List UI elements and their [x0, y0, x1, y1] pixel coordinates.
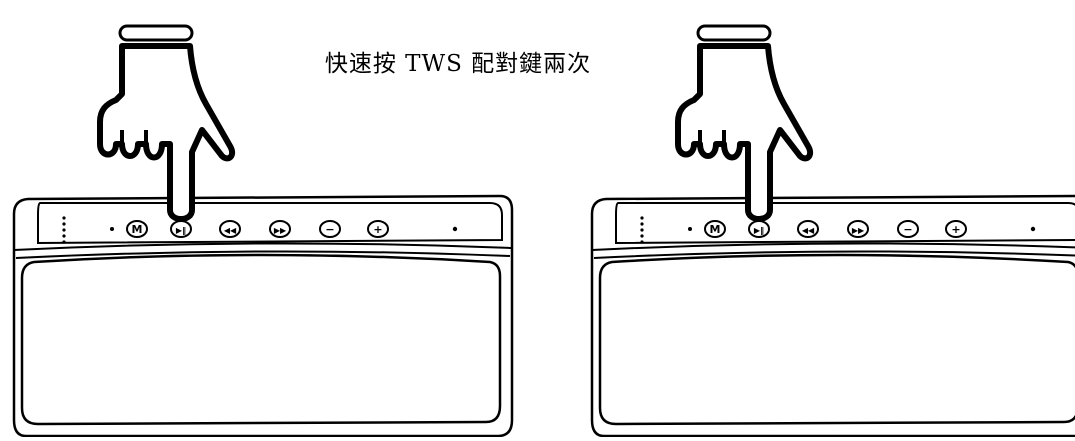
led-dot-right: [452, 226, 458, 232]
indicator-dot: [640, 216, 644, 220]
next-icon-glyph: ▶▶: [852, 226, 865, 235]
previous-icon[interactable]: ◀◀: [219, 220, 241, 238]
indicator-dot: [640, 234, 644, 238]
speaker-2: M ▶‖ ◀◀ ▶▶ − +: [590, 26, 1075, 438]
led-dot-right: [1030, 226, 1036, 232]
mode-icon[interactable]: M: [126, 220, 148, 238]
volume-up-icon[interactable]: +: [367, 220, 389, 238]
previous-icon[interactable]: ◀◀: [797, 220, 819, 238]
indicator-dot: [62, 216, 66, 220]
volume-down-icon[interactable]: −: [319, 220, 341, 238]
volume-down-icon[interactable]: −: [897, 220, 919, 238]
volume-up-icon-glyph: +: [951, 223, 960, 236]
mode-icon[interactable]: M: [704, 220, 726, 238]
indicator-dot: [62, 240, 66, 244]
pointing-hand-icon: [678, 26, 810, 219]
indicator-dot: [62, 228, 66, 232]
indicator-dot: [640, 228, 644, 232]
play-pause-icon-glyph: ▶‖: [754, 226, 764, 235]
instruction-caption: 快速按 TWS 配對鍵兩次: [324, 51, 592, 77]
led-dot-left: [688, 227, 692, 231]
indicator-dot: [640, 222, 644, 226]
previous-icon-glyph: ◀◀: [802, 226, 815, 235]
indicator-dot: [640, 240, 644, 244]
indicator-dot: [62, 222, 66, 226]
volume-down-icon-glyph: −: [325, 223, 334, 236]
play-pause-icon[interactable]: ▶‖: [170, 220, 192, 238]
mode-icon-glyph: M: [132, 223, 143, 236]
next-icon-glyph: ▶▶: [274, 226, 287, 235]
led-dot-left: [110, 227, 114, 231]
volume-up-icon[interactable]: +: [945, 220, 967, 238]
next-icon[interactable]: ▶▶: [269, 220, 291, 238]
volume-up-icon-glyph: +: [373, 223, 382, 236]
next-icon[interactable]: ▶▶: [847, 220, 869, 238]
indicator-dot: [62, 234, 66, 238]
play-pause-icon[interactable]: ▶‖: [748, 220, 770, 238]
previous-icon-glyph: ◀◀: [224, 226, 237, 235]
play-pause-icon-glyph: ▶‖: [176, 226, 186, 235]
mode-icon-glyph: M: [710, 223, 721, 236]
speaker-1: M ▶‖ ◀◀ ▶▶ − +: [12, 26, 514, 438]
pointing-hand-icon: [100, 26, 232, 219]
volume-down-icon-glyph: −: [903, 223, 912, 236]
